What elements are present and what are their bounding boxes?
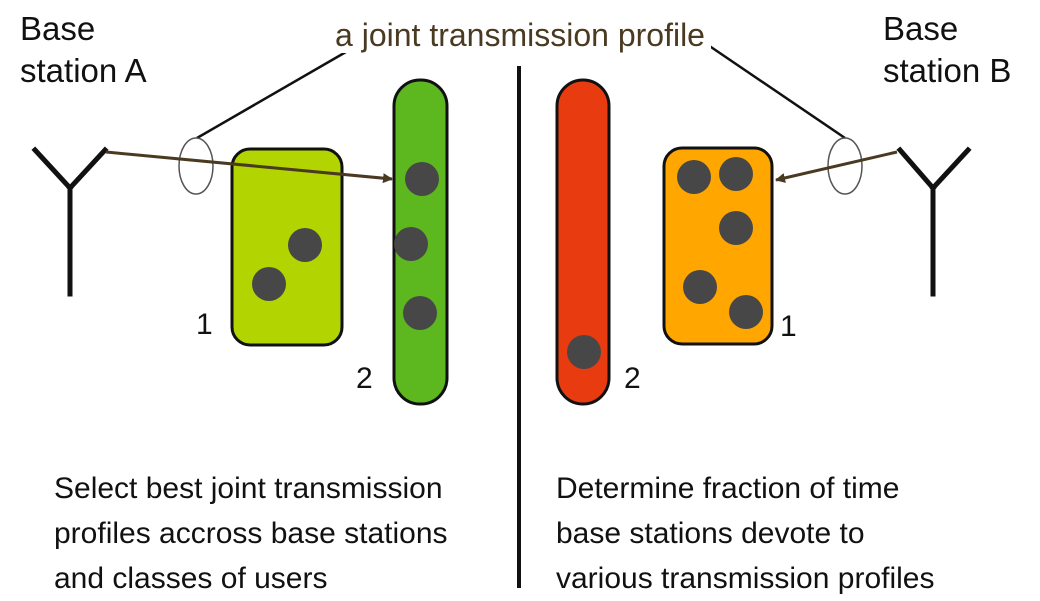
right-caption-line-3: various transmission profiles [556, 562, 935, 595]
base-station-b-label: Base station B [883, 8, 1011, 92]
base-station-a-line-2: station A [20, 52, 147, 89]
page-title: a joint transmission profile [0, 15, 1040, 55]
class-label-a-2: 2 [356, 362, 373, 395]
user-dots [252, 157, 763, 369]
user-dot-icon [394, 227, 428, 261]
class-2-bar-b [555, 78, 611, 406]
right-caption-line-2: base stations devote to [556, 517, 865, 550]
left-caption-line-2: profiles accross base stations [54, 517, 448, 550]
base-station-b-line-2: station B [883, 52, 1012, 89]
user-dot-icon [683, 270, 717, 304]
arrow-a-to-class-2 [105, 150, 393, 184]
user-dot-icon [405, 162, 439, 196]
arrow-b-to-class-1 [775, 150, 898, 183]
antenna-icon [31, 146, 109, 297]
left-caption-line-3: and classes of users [54, 562, 328, 595]
user-dot-icon [252, 267, 286, 301]
beam-ellipse-icon [827, 137, 863, 195]
class-label-a-1: 1 [196, 308, 213, 341]
left-caption-line-1: Select best joint transmission [54, 472, 443, 505]
antenna-icon [896, 146, 972, 297]
user-dot-icon [729, 295, 763, 329]
user-dot-icon [677, 160, 711, 194]
user-dot-icon [288, 228, 322, 262]
class-1-box-a [230, 147, 344, 347]
user-dot-icon [403, 296, 437, 330]
title-leader-left [196, 43, 359, 140]
title-leader-right [707, 43, 846, 140]
class-label-b-1: 1 [780, 310, 797, 343]
title-text: a joint transmission profile [329, 17, 711, 53]
user-dot-icon [567, 335, 601, 369]
base-station-b-line-1: Base [883, 10, 959, 47]
left-caption: Select best joint transmission profiles … [54, 466, 448, 601]
user-dot-icon [719, 157, 753, 191]
user-dot-icon [719, 211, 753, 245]
base-station-a-label: Base station A [20, 8, 147, 92]
beam-ellipse-icon [178, 137, 214, 195]
right-caption: Determine fraction of time base stations… [556, 466, 934, 601]
base-station-a-line-1: Base [20, 10, 96, 47]
right-caption-line-1: Determine fraction of time [556, 472, 900, 505]
class-label-b-2: 2 [624, 362, 641, 395]
